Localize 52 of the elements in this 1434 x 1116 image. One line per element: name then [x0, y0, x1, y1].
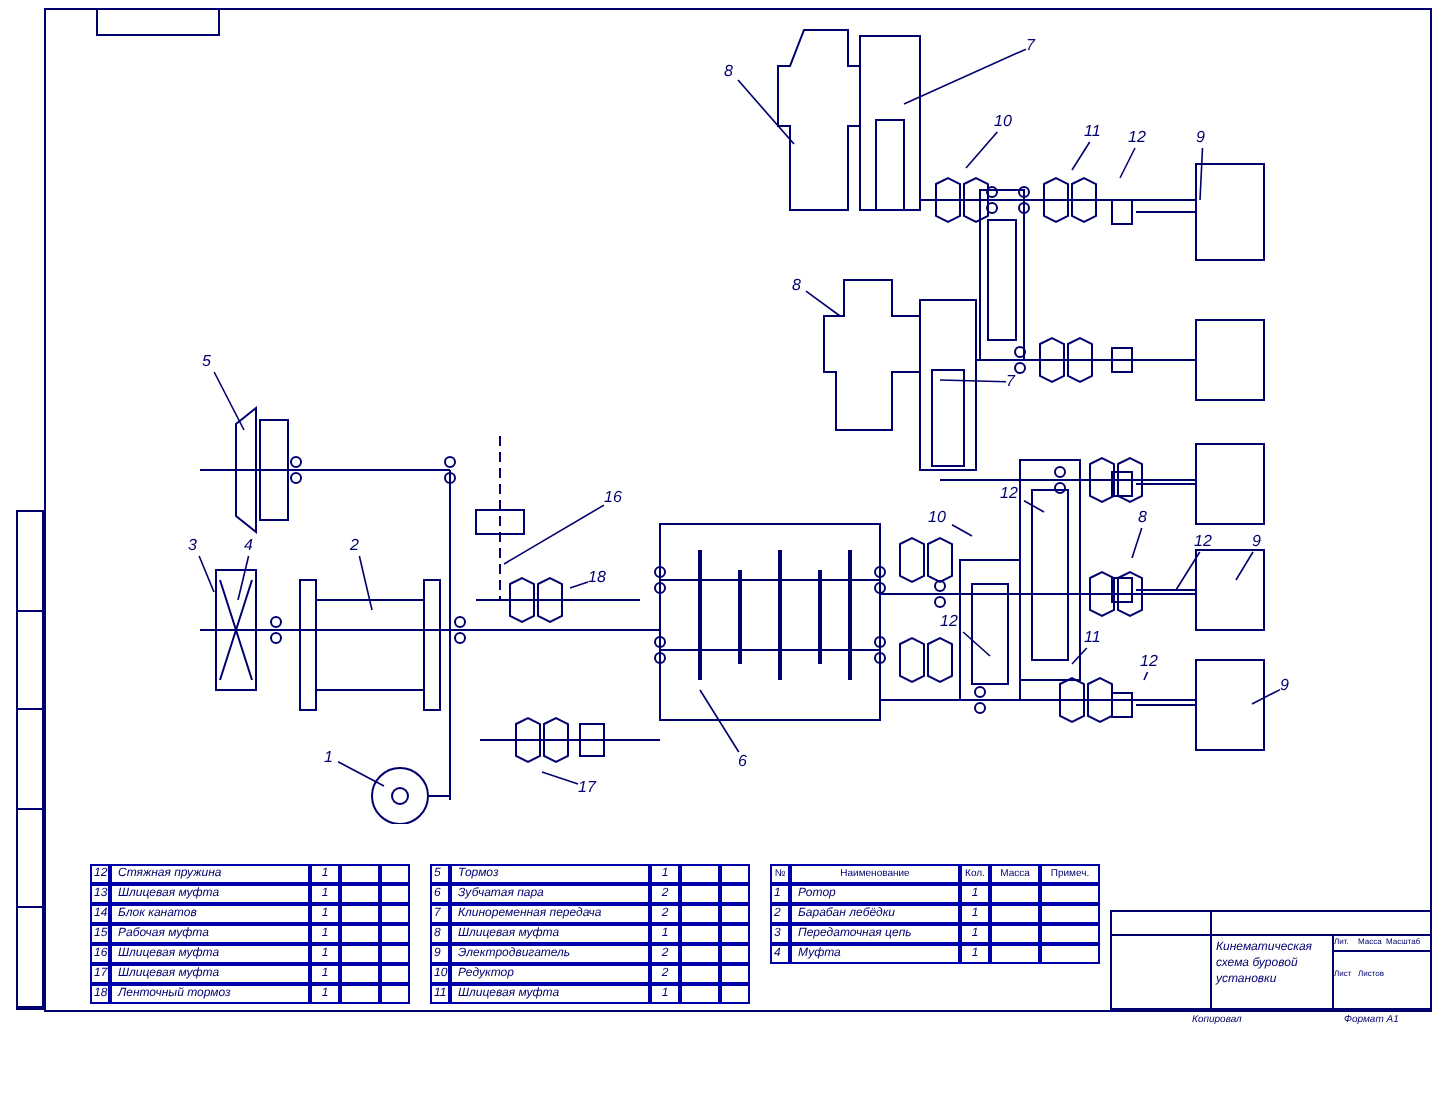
callout-number: 10 — [928, 508, 946, 528]
callout-number: 7 — [1026, 36, 1035, 56]
callout-number: 2 — [350, 536, 359, 556]
callout-number: 1 — [324, 748, 333, 768]
leader-line — [965, 131, 999, 169]
leader-line — [939, 379, 1007, 383]
leader-line — [951, 523, 973, 537]
leader-line — [962, 631, 991, 657]
leader-line — [213, 371, 245, 431]
callout-number: 5 — [202, 352, 211, 372]
callout-number: 3 — [188, 536, 197, 556]
callout-number: 8 — [792, 276, 801, 296]
callout-number: 12 — [1000, 484, 1018, 504]
callout-number: 18 — [588, 568, 606, 588]
leader-line — [1071, 141, 1091, 171]
leader-line — [1143, 671, 1149, 681]
leader-line — [198, 555, 215, 593]
leader-line — [503, 504, 605, 565]
callout-number: 6 — [738, 752, 747, 772]
leader-line — [805, 290, 841, 317]
callout-number: 12 — [940, 612, 958, 632]
leader-line — [541, 771, 579, 785]
leader-line — [358, 555, 373, 611]
callout-number: 11 — [1084, 628, 1101, 648]
leader-line — [1071, 647, 1088, 665]
leader-line — [1023, 499, 1045, 513]
leader-line — [1131, 527, 1143, 559]
leader-line — [1175, 551, 1201, 591]
callout-number: 9 — [1196, 128, 1205, 148]
callout-number: 17 — [578, 778, 596, 798]
callout-number: 16 — [604, 488, 622, 508]
callout-number: 8 — [724, 62, 733, 82]
callout-number: 7 — [1006, 372, 1015, 392]
callout-number: 9 — [1252, 532, 1261, 552]
leader-line — [699, 689, 740, 753]
leader-line — [1119, 147, 1136, 179]
leader-line — [1199, 147, 1204, 201]
leader-line — [237, 555, 250, 601]
callout-number: 9 — [1280, 676, 1289, 696]
leader-line — [737, 79, 795, 145]
callout-number: 12 — [1140, 652, 1158, 672]
leader-line — [903, 48, 1027, 105]
callout-number: 12 — [1128, 128, 1146, 148]
callout-number: 8 — [1138, 508, 1147, 528]
callout-number: 12 — [1194, 532, 1212, 552]
leader-line — [1235, 551, 1254, 581]
leader-line — [1251, 688, 1281, 705]
callout-number: 10 — [994, 112, 1012, 132]
callout-number: 11 — [1084, 122, 1101, 142]
leader-line — [569, 581, 589, 589]
callout-number: 4 — [244, 536, 253, 556]
leader-line — [337, 760, 385, 787]
